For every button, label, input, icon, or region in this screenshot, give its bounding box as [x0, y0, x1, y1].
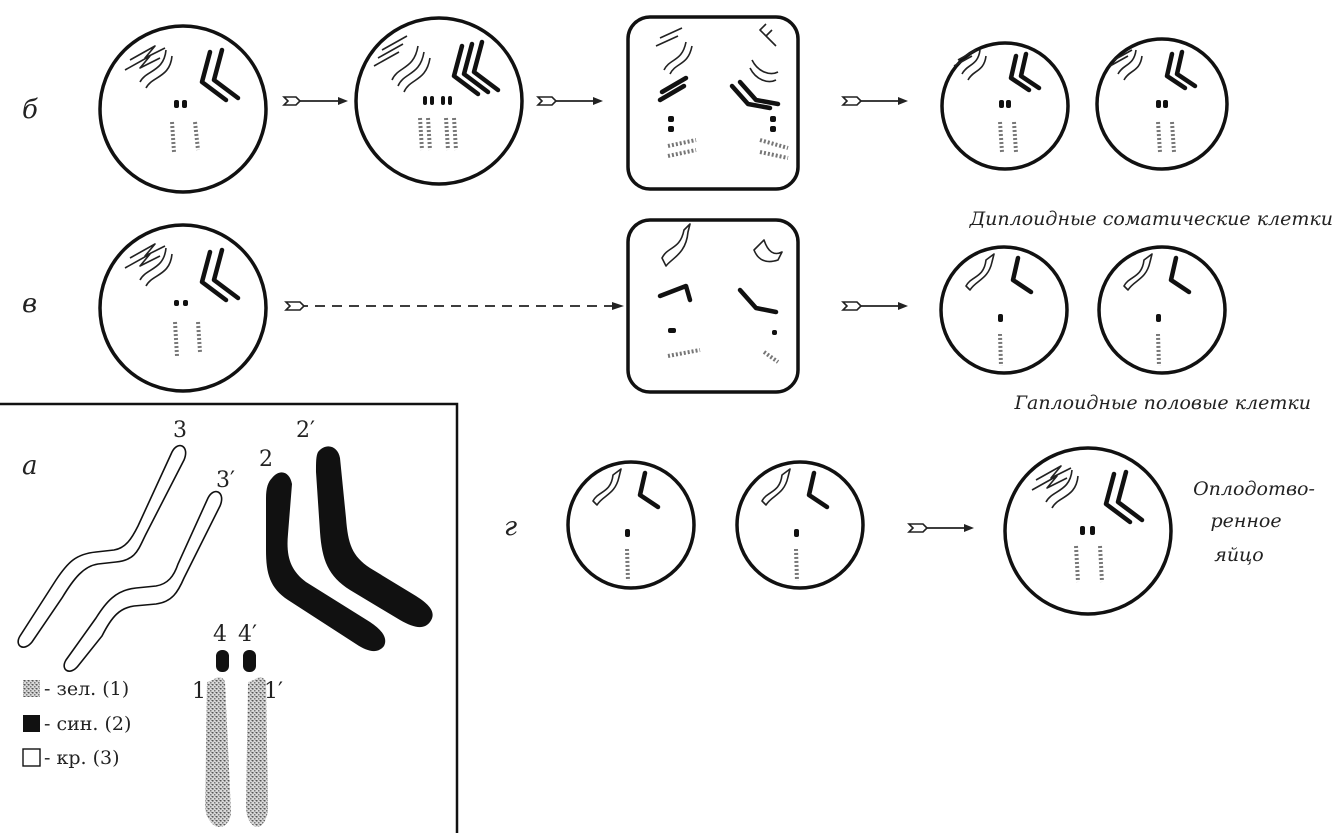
label-2p: 2′ [296, 418, 315, 443]
cell-b3-anaphase [628, 17, 798, 189]
legend-swatch-blue [23, 715, 40, 732]
cell-b4 [942, 43, 1068, 169]
label-3: 3 [173, 418, 187, 443]
label-4p: 4′ [238, 622, 257, 647]
label-1: 1 [192, 679, 206, 704]
legend-swatch-red [23, 749, 40, 766]
row-label-b: б [22, 95, 38, 125]
cell-v3 [941, 247, 1067, 373]
cell-g2 [737, 462, 863, 588]
cell-g1 [568, 462, 694, 588]
caption-fertilized-2: ренное [1210, 510, 1281, 532]
label-2: 2 [259, 447, 273, 472]
legend: - зел. (1) - син. (2) - кр. (3) [23, 678, 131, 769]
legend-swatch-green [23, 680, 40, 697]
cell-g3-zygote [1005, 448, 1171, 614]
panel-a: а 3 3′ 2 2′ 4 4′ 1 1′ - зел. (1) - син. … [0, 404, 457, 833]
chromosome-4p [243, 650, 256, 672]
caption-haploid: Гаплоидные половые клетки [1013, 392, 1311, 414]
caption-fertilized-3: яйцо [1214, 544, 1264, 566]
row-label-v: в [22, 289, 37, 319]
chromosome-1 [205, 677, 231, 827]
caption-diploid: Диплоидные соматические клетки [969, 208, 1333, 230]
row-label-a: а [22, 451, 38, 481]
legend-red: - кр. (3) [44, 747, 120, 769]
row-label-g: г [504, 512, 517, 542]
cell-b1 [100, 26, 266, 192]
cell-b5 [1097, 39, 1227, 169]
cell-b2 [356, 18, 522, 184]
label-4: 4 [213, 622, 227, 647]
cell-v2-anaphase [628, 220, 798, 392]
label-1p: 1′ [264, 679, 283, 704]
chromosome-4 [216, 650, 229, 672]
legend-green: - зел. (1) [44, 678, 129, 700]
legend-blue: - син. (2) [44, 713, 131, 735]
cell-v4 [1099, 247, 1225, 373]
label-3p: 3′ [216, 468, 235, 493]
cell-v1 [100, 225, 266, 391]
caption-fertilized-1: Оплодотво- [1193, 478, 1315, 500]
